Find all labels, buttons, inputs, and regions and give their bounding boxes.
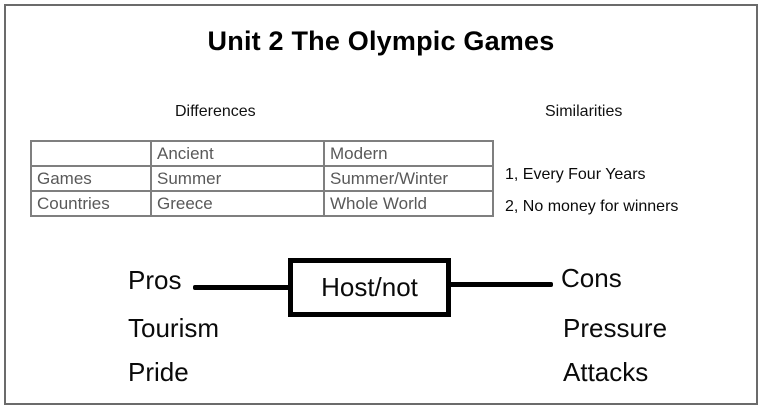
table-row-countries: Countries Greece Whole World [30,190,494,217]
cons-item-attacks: Attacks [563,357,649,387]
table-cell-corner [30,140,152,167]
slide-frame-border [4,4,758,405]
host-not-box: Host/not [288,258,451,317]
pros-item-pride: Pride [128,357,189,387]
similarities-label: Similarities [545,103,623,120]
table-cell-ancient-header: Ancient [150,140,325,167]
connector-line-right [449,282,553,287]
table-cell-modern-header: Modern [323,140,494,167]
table-header-row: Ancient Modern [30,140,494,167]
page-title: Unit 2 The Olympic Games [207,26,555,56]
table-cell-games: Games [30,165,152,192]
table-cell-countries-modern: Whole World [323,190,494,217]
similarity-item-2: 2, No money for winners [505,198,679,215]
table-cell-countries-ancient: Greece [150,190,325,217]
host-not-label: Host/not [321,272,418,302]
pros-item-tourism: Tourism [128,313,220,343]
table-row-games: Games Summer Summer/Winter [30,165,494,192]
cons-item-pressure: Pressure [563,313,668,343]
table-cell-games-ancient: Summer [150,165,325,192]
connector-line-left [193,285,290,290]
table-cell-games-modern: Summer/Winter [323,165,494,192]
differences-table: Ancient Modern Games Summer Summer/Winte… [30,140,494,217]
cons-label: Cons [561,263,622,293]
table-cell-countries: Countries [30,190,152,217]
similarity-item-1: 1, Every Four Years [505,166,646,183]
differences-label: Differences [175,103,256,120]
pros-label: Pros [128,265,182,295]
